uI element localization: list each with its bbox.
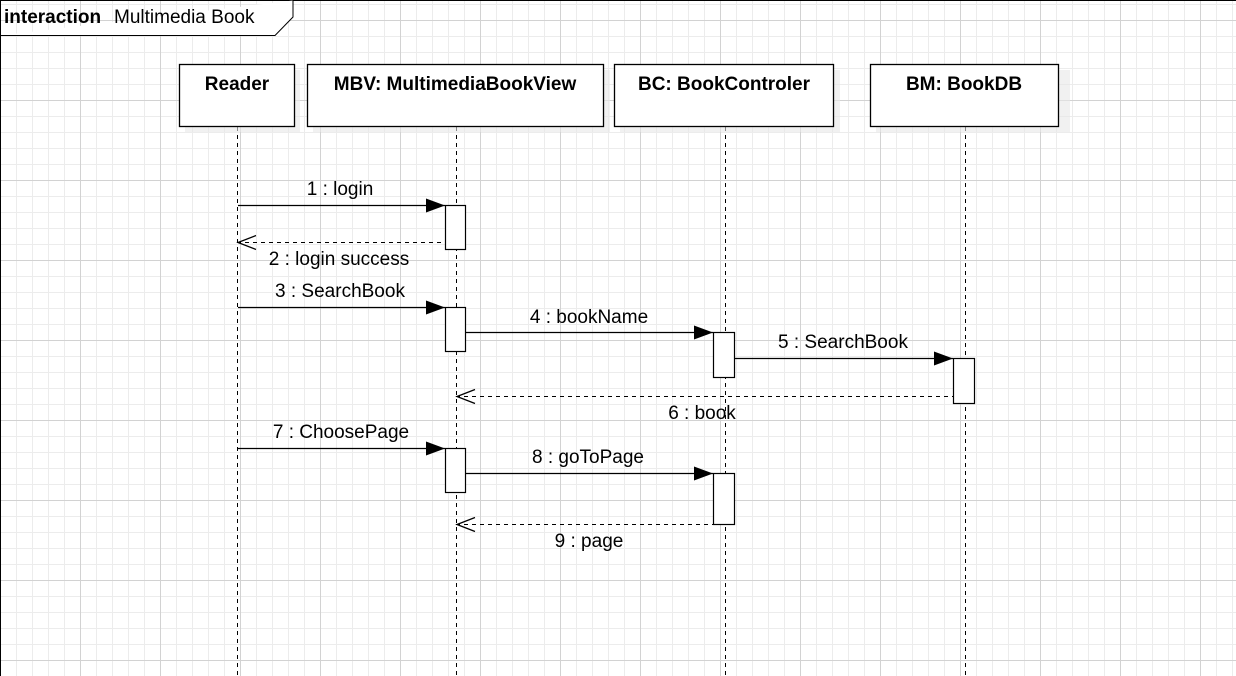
lifeline-bm-label: BM: BookDB bbox=[906, 74, 1022, 95]
message-5-label: 5 : SearchBook bbox=[778, 332, 908, 353]
lifeline-bc[interactable]: BC: BookControler bbox=[613, 63, 841, 133]
lifeline-mbv-label: MBV: MultimediaBookView bbox=[334, 74, 577, 95]
message-2-label: 2 : login success bbox=[269, 249, 409, 270]
lifeline-reader[interactable]: Reader bbox=[178, 63, 301, 133]
message-3-label: 3 : SearchBook bbox=[275, 281, 405, 302]
message-5[interactable]: 5 : SearchBook bbox=[735, 332, 953, 366]
lifeline-bc-box[interactable] bbox=[613, 63, 835, 128]
frame-name: Multimedia Book bbox=[114, 7, 255, 28]
message-4-label: 4 : bookName bbox=[530, 307, 648, 328]
message-6[interactable]: 6 : book bbox=[455, 388, 953, 425]
message-4[interactable]: 4 : bookName bbox=[466, 307, 713, 340]
activation-mbv-3 bbox=[444, 447, 467, 494]
lifeline-bm-box[interactable] bbox=[869, 63, 1060, 128]
lifeline-reader-box[interactable] bbox=[178, 63, 296, 128]
lifeline-bc-label: BC: BookControler bbox=[638, 74, 811, 95]
message-7-label: 7 : ChoosePage bbox=[273, 422, 409, 443]
activation-mbv-2 bbox=[444, 306, 467, 353]
lifeline-lines bbox=[237, 127, 966, 676]
message-7[interactable]: 7 : ChoosePage bbox=[238, 422, 445, 456]
lifeline-reader-label: Reader bbox=[205, 74, 270, 95]
lifeline-bm[interactable]: BM: BookDB bbox=[869, 63, 1071, 133]
message-8[interactable]: 8 : goToPage bbox=[466, 447, 713, 481]
frame-keyword: interaction bbox=[4, 7, 101, 28]
activation-bc-2 bbox=[712, 472, 736, 526]
activation-bc-1 bbox=[712, 331, 736, 379]
lifeline-mbv[interactable]: MBV: MultimediaBookView bbox=[306, 63, 611, 133]
message-9[interactable]: 9 : page bbox=[455, 516, 713, 553]
activation-bars bbox=[444, 204, 976, 526]
activation-bm-1 bbox=[952, 357, 976, 405]
activation-mbv-1 bbox=[444, 204, 467, 251]
lifeline-mbv-box[interactable] bbox=[306, 63, 605, 128]
message-2[interactable]: 2 : login success bbox=[236, 234, 445, 271]
frame-tab bbox=[0, 0, 294, 36]
message-8-label: 8 : goToPage bbox=[532, 447, 644, 468]
message-9-label: 9 : page bbox=[555, 531, 624, 552]
message-1[interactable]: 1 : login bbox=[238, 179, 445, 213]
message-6-label: 6 : book bbox=[668, 403, 736, 424]
message-3[interactable]: 3 : SearchBook bbox=[238, 281, 445, 315]
message-1-label: 1 : login bbox=[307, 179, 374, 200]
